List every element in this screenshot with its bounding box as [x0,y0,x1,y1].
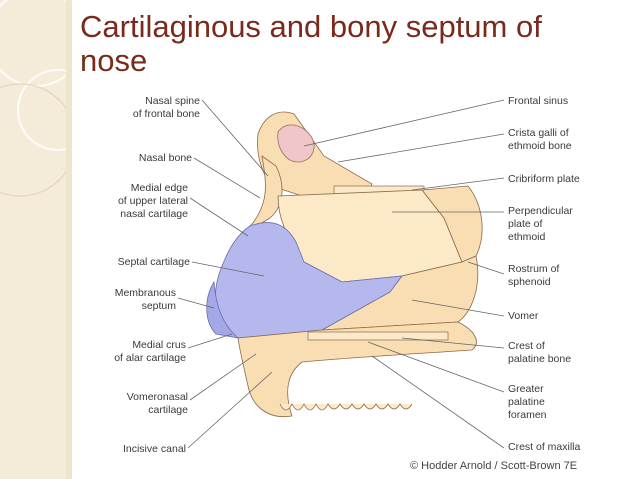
maxilla-shape [237,321,477,418]
leader-greater-palatine [367,341,505,393]
leader-frontal-sinus [303,99,505,147]
label-greater-palatine-3: foramen [508,409,547,421]
label-membranous: Membranous [115,287,176,299]
label-vomeronasal-2: cartilage [148,404,188,416]
leader-crest-maxilla [371,355,505,449]
label-perpendicular-3: ethmoid [508,231,546,243]
label-crest-palatine-2: palatine bone [508,353,571,365]
label-greater-palatine: Greater [508,383,544,395]
nasal-septum-diagram: Nasal spine of frontal bone Nasal bone M… [114,95,581,472]
leader-rostrum [467,261,505,275]
label-crista-2: ethmoid bone [508,140,572,152]
label-membranous-2: septum [142,300,177,312]
leader-crest-palatine [401,337,505,349]
label-cribriform: Cribriform plate [508,173,580,185]
leader-medial-edge [189,197,249,237]
label-medial-crus: Medial crus [132,339,186,351]
label-septal-cartilage: Septal cartilage [118,256,191,268]
label-incisive-canal: Incisive canal [123,443,186,455]
label-greater-palatine-2: palatine [508,396,545,408]
leader-vomeronasal [189,353,257,401]
teeth-shape [279,403,413,411]
leader-membranous [177,297,215,309]
label-perpendicular: Perpendicular [508,205,573,217]
label-perpendicular-2: plate of [508,218,543,230]
palatine-crest-shape [307,331,449,341]
leader-nasal-bone [193,157,261,199]
leader-septal-cartilage [191,261,265,277]
label-crest-palatine: Crest of [508,340,545,352]
leader-medial-crus [187,333,233,349]
label-frontal-sinus: Frontal sinus [508,95,568,107]
label-nasal-spine-2: of frontal bone [133,108,200,120]
label-medial-crus-2: of alar cartilage [114,352,186,364]
leader-crista [337,133,505,163]
label-medial-edge-2: of upper lateral [118,195,188,207]
label-rostrum-2: sphenoid [508,276,551,288]
label-vomer: Vomer [508,310,539,322]
slide-title-line1: Cartilaginous and bony septum of [80,9,542,44]
label-crista: Crista galli of [508,127,569,139]
label-nasal-bone: Nasal bone [139,152,192,164]
leader-nasal-spine [201,99,269,177]
decorative-circles-icon [0,0,72,479]
slide-title: Cartilaginous and bony septum of nose [80,10,620,78]
label-rostrum: Rostrum of [508,263,559,275]
decorative-band [0,0,72,479]
label-vomeronasal: Vomeronasal [127,391,188,403]
label-medial-edge: Medial edge [131,182,188,194]
label-crest-maxilla: Crest of maxilla [508,441,581,453]
leader-vomer [411,299,505,317]
image-credit: © Hodder Arnold / Scott-Brown 7E [410,460,577,472]
label-medial-edge-3: nasal cartilage [120,208,188,220]
slide-title-line2: nose [80,43,148,78]
frontal-sinus-shape [277,124,315,163]
label-nasal-spine: Nasal spine [145,95,200,107]
leader-incisive [187,371,273,449]
leader-cribriform [411,177,505,191]
